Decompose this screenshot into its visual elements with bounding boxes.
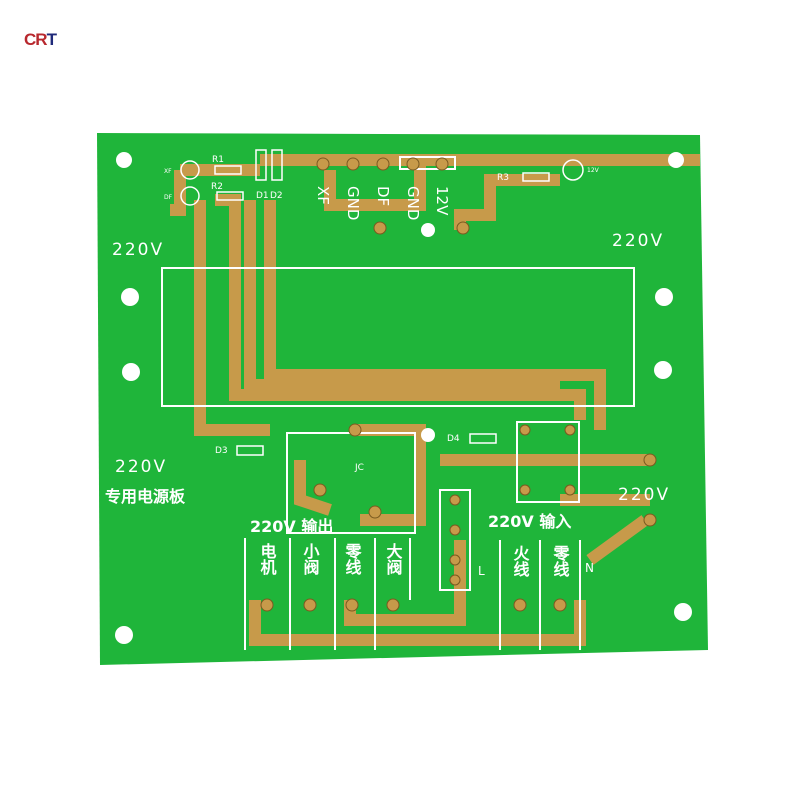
- label-d4: D4: [447, 434, 460, 444]
- label-small-valve: 小阀: [301, 543, 320, 576]
- label-r1: R1: [212, 155, 224, 165]
- copper-traces: [170, 154, 700, 646]
- label-xf-led: XF: [164, 168, 172, 175]
- label-12v: 12V: [433, 186, 451, 216]
- label-big-valve: 大阀: [384, 542, 403, 576]
- board-title: 专用电源板: [105, 487, 186, 506]
- component-outlines: [180, 149, 584, 456]
- label-r3: R3: [497, 173, 509, 183]
- connector-outline: [439, 489, 471, 591]
- label-220v-bottom-left: 220V: [115, 457, 167, 477]
- label-d1: D1: [256, 191, 269, 201]
- label-d3: D3: [215, 446, 228, 456]
- label-input: 220V 输入: [488, 512, 571, 531]
- label-r2: R2: [211, 182, 223, 192]
- mounting-holes: [115, 152, 692, 644]
- switch-outline: [516, 421, 580, 503]
- display-outline: [161, 267, 635, 407]
- label-d2: D2: [270, 191, 283, 201]
- solder-pads: [260, 157, 657, 612]
- label-jc: JC: [354, 463, 364, 473]
- label-output: 220V 输出: [250, 517, 333, 536]
- label-df: DF: [374, 186, 392, 206]
- label-l: L: [478, 564, 485, 578]
- label-12v-led: 12V: [587, 167, 600, 174]
- label-xf: XF: [314, 186, 332, 205]
- terminal-dividers: [244, 538, 581, 650]
- label-220v-bottom-right: 220V: [618, 485, 670, 505]
- label-n: N: [585, 561, 594, 575]
- label-live: 火线: [511, 545, 530, 578]
- label-gnd-2: GND: [404, 186, 422, 220]
- jumper-outline: [399, 156, 456, 170]
- label-neutral-out: 零线: [343, 543, 363, 576]
- label-gnd-1: GND: [344, 186, 362, 220]
- brand-logo: CRT: [24, 30, 57, 49]
- label-220v-top-left: 220V: [112, 240, 164, 260]
- label-motor: 电机: [258, 542, 277, 576]
- label-neutral-in: 零线: [551, 545, 571, 578]
- label-df-led: DF: [164, 194, 173, 201]
- label-220v-top-right: 220V: [612, 231, 664, 251]
